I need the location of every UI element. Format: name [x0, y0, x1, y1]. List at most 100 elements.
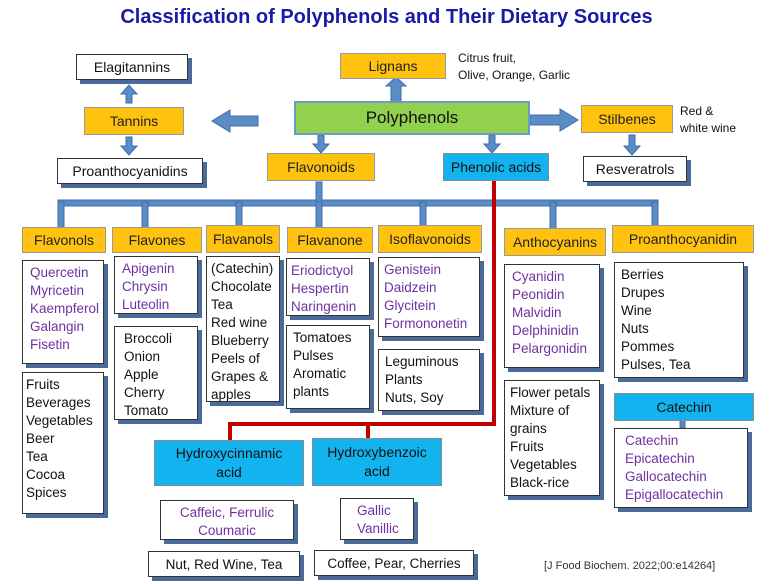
lignans-sources: Citrus fruit, Olive, Orange, Garlic — [458, 50, 570, 84]
compound-item: Vanillic — [357, 521, 399, 536]
compound-item: Daidzein — [384, 280, 437, 295]
elagitannins-label: Elagitannins — [93, 59, 171, 75]
compound-item: Myricetin — [30, 283, 85, 298]
proanthocyanidin-sources: Berries Drupes Wine Nuts Pommes Pulses, … — [614, 262, 744, 378]
arrow-to-lignans — [384, 76, 408, 103]
phenolic-acid-path — [228, 180, 496, 440]
compound-item: Catechin — [625, 433, 679, 448]
subclass-flavanols: Flavanols — [206, 225, 280, 253]
arrow-to-stilbenes — [529, 108, 579, 132]
flavanols-sources: (Catechin) Chocolate Tea Red wine Bluebe… — [206, 256, 280, 402]
polyphenols-box: Polyphenols — [294, 101, 530, 135]
flavonols-sources: Fruits Beverages Vegetables Beer Tea Coc… — [22, 372, 104, 514]
arrow-to-flavonoids — [311, 134, 331, 154]
source-item: Onion — [124, 349, 161, 364]
source-item: Tea — [211, 297, 233, 312]
lignans-source-line: Citrus fruit, — [458, 51, 517, 65]
source-item: Pulses — [293, 348, 334, 363]
source-item: Cherry — [124, 385, 165, 400]
isoflavonoids-sources: Leguminous Plants Nuts, Soy — [378, 349, 480, 411]
acid-label-line: Hydroxybenzoic — [327, 444, 427, 460]
subclass-flavones: Flavones — [112, 227, 202, 253]
arrow-to-resveratrols — [622, 134, 642, 156]
source-item: grains — [510, 421, 547, 436]
source-item: Spices — [26, 485, 67, 500]
compound-item: Chrysin — [122, 279, 168, 294]
source-item: Flower petals — [510, 385, 591, 400]
tannins-box: Tannins — [84, 107, 184, 135]
compound-item: Coumaric — [198, 523, 256, 538]
source-item: Aromatic — [293, 366, 347, 381]
source-item: Plants — [385, 372, 423, 387]
compound-item: Naringenin — [291, 299, 357, 314]
source-item: Broccoli — [124, 331, 173, 346]
subclass-flavonols: Flavonols — [22, 227, 106, 253]
source-item: Grapes & — [211, 369, 269, 384]
lignans-label: Lignans — [368, 58, 418, 74]
stilbenes-source-line: white wine — [680, 121, 737, 135]
source-item: Drupes — [621, 285, 665, 300]
source-item: Blueberry — [211, 333, 269, 348]
source-item: Apple — [124, 367, 159, 382]
stilbenes-sources: Red & white wine — [680, 103, 736, 137]
compound-item: Apigenin — [122, 261, 175, 276]
hydroxybenzoic-compounds: Gallic Vanillic — [340, 498, 414, 540]
stilbenes-box: Stilbenes — [581, 105, 673, 133]
source-item: Cocoa — [26, 467, 66, 482]
polyphenols-label: Polyphenols — [365, 108, 459, 127]
compound-item: Caffeic, Ferrulic — [179, 505, 275, 520]
source-item: Wine — [621, 303, 652, 318]
flavones-compounds: Apigenin Chrysin Luteolin — [114, 256, 198, 314]
source-item: Leguminous — [385, 354, 459, 369]
arrow-to-proanthocyanidins — [119, 136, 139, 156]
source-item: Vegetables — [26, 413, 93, 428]
compound-item: Formononetin — [384, 316, 468, 331]
hydroxybenzoic-sources: Coffee, Pear, Cherries — [314, 550, 474, 576]
catechin-label: Catechin — [656, 398, 712, 415]
hydroxycinnamic-sources: Nut, Red Wine, Tea — [148, 551, 300, 577]
subclass-label: Flavones — [128, 232, 186, 248]
compound-item: Galangin — [30, 319, 85, 334]
source-item: Coffee, Pear, Cherries — [327, 555, 461, 571]
acid-label-line: acid — [364, 463, 390, 479]
proanthocyanidins-label: Proanthocyanidins — [72, 163, 188, 179]
lignans-box: Lignans — [340, 53, 446, 79]
subclass-label: Flavanone — [297, 232, 363, 248]
compound-item: Glycitein — [384, 298, 436, 313]
source-item: Vegetables — [510, 457, 577, 472]
source-item: apples — [211, 387, 251, 402]
compound-item: Pelargonidin — [512, 341, 588, 356]
arrow-to-elagitannins — [119, 84, 139, 104]
source-item: Mixture of — [510, 403, 570, 418]
source-item: plants — [293, 384, 330, 399]
subclass-label: Flavonols — [34, 232, 94, 248]
flavanone-compounds: Eriodictyol Hespertin Naringenin — [286, 258, 370, 316]
compound-item: Delphinidin — [512, 323, 579, 338]
resveratrols-label: Resveratrols — [595, 161, 675, 177]
source-item: Tea — [26, 449, 48, 464]
subclass-proanthocyanidin: Proanthocyanidin — [612, 225, 754, 253]
flavanone-sources: Tomatoes Pulses Aromatic plants — [286, 325, 370, 409]
citation: [J Food Biochem. 2022;00:e14264] — [544, 560, 716, 572]
stilbenes-source-line: Red & — [680, 104, 714, 118]
subclass-label: Isoflavonoids — [389, 231, 471, 247]
hydroxybenzoic-acid-box: Hydroxybenzoic acid — [312, 438, 442, 486]
subclass-label: Proanthocyanidin — [628, 231, 738, 247]
source-item: Red wine — [211, 315, 268, 330]
source-item: Beverages — [26, 395, 91, 410]
compound-item: Epigallocatechin — [625, 487, 724, 502]
flavonoids-label: Flavonoids — [287, 159, 355, 175]
compound-item: Epicatechin — [625, 451, 695, 466]
source-item: Fruits — [510, 439, 544, 454]
compound-item: Gallocatechin — [625, 469, 707, 484]
flavonols-compounds: Quercetin Myricetin Kaempferol Galangin … — [22, 260, 104, 364]
page-title: Classification of Polyphenols and Their … — [120, 6, 653, 28]
elagitannins-box: Elagitannins — [76, 54, 188, 80]
proanthocyanidins-box: Proanthocyanidins — [57, 158, 203, 184]
phenolic-acids-box: Phenolic acids — [443, 153, 549, 181]
compound-item: Genistein — [384, 262, 442, 277]
source-item: Nut, Red Wine, Tea — [165, 556, 283, 572]
compound-item: Malvidin — [512, 305, 562, 320]
